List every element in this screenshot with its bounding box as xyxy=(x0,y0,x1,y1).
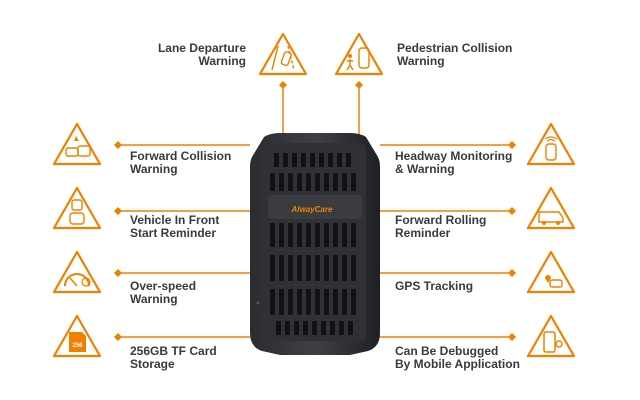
vehicle-start-icon xyxy=(52,186,102,230)
forward-rolling-label: Forward Rolling Reminder xyxy=(395,214,525,240)
pedestrian-collision-line2: Warning xyxy=(397,54,445,68)
vehicle-start-line1: Vehicle In Front xyxy=(130,213,220,227)
sd-card-label: 256 xyxy=(72,343,83,349)
over-speed-line2: Warning xyxy=(130,292,178,306)
lane-departure-line1: Lane Departure xyxy=(157,41,246,55)
mobile-debug-line2: By Mobile Application xyxy=(395,357,520,371)
pedestrian-collision-line1: Pedestrian Collision xyxy=(397,41,513,55)
speedometer-icon xyxy=(52,250,102,294)
dashcam-device xyxy=(250,133,380,355)
forward-collision-line2: Warning xyxy=(130,162,178,176)
forward-rolling-icon xyxy=(526,186,576,230)
lane-departure-line2: Warning xyxy=(198,54,246,68)
mobile-debug-label: Can Be Debugged By Mobile Application xyxy=(395,345,535,371)
gps-tracking-label: GPS Tracking xyxy=(395,280,525,293)
tf-card-line1: 256GB TF Card xyxy=(130,344,217,358)
mobile-debug-line1: Can Be Debugged xyxy=(395,344,499,358)
forward-rolling-line2: Reminder xyxy=(395,226,451,240)
gps-tracking-line1: GPS Tracking xyxy=(395,279,474,293)
lane-departure-label: Lane Departure Warning xyxy=(120,42,246,68)
forward-collision-line1: Forward Collision xyxy=(130,149,232,163)
pedestrian-collision-label: Pedestrian Collision Warning xyxy=(397,42,577,68)
headway-monitoring-icon xyxy=(526,122,576,166)
gps-icon xyxy=(526,250,576,294)
forward-rolling-line1: Forward Rolling xyxy=(395,213,487,227)
mobile-app-icon xyxy=(526,314,576,358)
headway-monitoring-label: Headway Monitoring & Warning xyxy=(395,150,525,176)
headway-monitoring-line1: Headway Monitoring xyxy=(395,149,513,163)
tf-card-label: 256GB TF Card Storage xyxy=(130,345,250,371)
forward-collision-icon xyxy=(52,122,102,166)
headway-monitoring-line2: & Warning xyxy=(395,162,455,176)
forward-collision-label: Forward Collision Warning xyxy=(130,150,250,176)
over-speed-line1: Over-speed xyxy=(130,279,197,293)
brand-logo: AlwayCare xyxy=(291,205,333,214)
pedestrian-collision-icon xyxy=(334,32,384,76)
vehicle-start-line2: Start Reminder xyxy=(130,226,217,240)
sd-card-icon: 256 xyxy=(52,314,102,358)
tf-card-line2: Storage xyxy=(130,357,175,371)
vehicle-start-label: Vehicle In Front Start Reminder xyxy=(130,214,250,240)
lane-departure-icon xyxy=(258,32,308,76)
over-speed-label: Over-speed Warning xyxy=(130,280,250,306)
